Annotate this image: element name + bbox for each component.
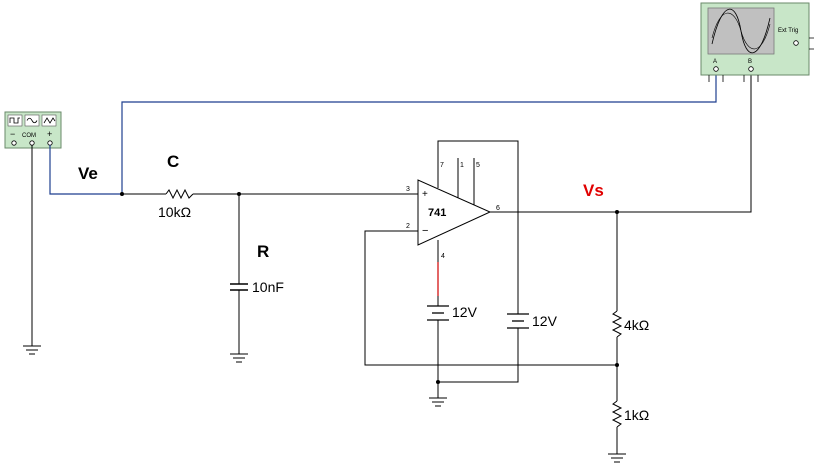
ext-trig-stubs <box>809 37 814 50</box>
square-wave-button[interactable] <box>7 114 23 127</box>
pin-label-5: 5 <box>476 162 480 169</box>
generator-plus-label: + <box>47 129 52 139</box>
label-vs: Vs <box>583 181 604 200</box>
ground-symbol-output <box>608 453 626 463</box>
channel-ground-stubs <box>708 75 759 82</box>
junction-supply-ground <box>436 380 440 384</box>
wire-feedback <box>364 230 617 366</box>
ground-symbol-supply <box>429 397 447 407</box>
ext-trig-label: Ext Trig <box>778 28 798 34</box>
function-generator[interactable]: − COM + <box>4 111 62 149</box>
channel-b-terminal[interactable] <box>748 66 754 72</box>
label-capacitor-10nf: 10nF <box>252 279 284 295</box>
pin-label-6: 6 <box>496 205 500 212</box>
resistor-1k[interactable] <box>611 400 623 428</box>
pin-label-2: 2 <box>406 223 410 230</box>
label-battery-2: 12V <box>532 313 558 329</box>
pin-label-7: 7 <box>440 162 444 169</box>
label-resistor-10k: 10kΩ <box>158 204 191 220</box>
opamp-minus-sign: − <box>422 225 428 237</box>
channel-a-terminal[interactable] <box>713 66 719 72</box>
sine-wave-icon <box>26 117 38 124</box>
label-battery-1: 12V <box>452 304 478 320</box>
opamp-plus-sign: + <box>422 189 428 200</box>
ground-symbol-capacitor <box>230 353 248 363</box>
wire-generator-plus <box>49 145 122 195</box>
pin-label-1: 1 <box>460 162 464 169</box>
label-r: R <box>257 242 269 261</box>
ground-symbol-generator <box>23 345 41 355</box>
generator-minus-label: − <box>10 129 15 139</box>
generator-com-label: COM <box>22 133 36 139</box>
triangle-wave-button[interactable] <box>41 114 57 127</box>
wire-probe-a <box>121 73 717 194</box>
wire-battery2-bottom <box>438 328 519 383</box>
oscilloscope[interactable]: Ext Trig A B <box>700 2 814 82</box>
channel-a-label: A <box>713 59 717 65</box>
resistor-10k[interactable] <box>165 188 194 200</box>
generator-minus-terminal[interactable] <box>11 140 17 146</box>
square-wave-icon <box>9 117 20 124</box>
label-c: C <box>167 152 179 171</box>
generator-com-terminal[interactable] <box>29 140 35 146</box>
channel-b-label: B <box>748 59 752 65</box>
label-resistor-4k: 4kΩ <box>624 317 649 333</box>
triangle-wave-icon <box>43 117 56 124</box>
label-resistor-1k: 1kΩ <box>624 407 649 423</box>
wire-output-probe-b <box>490 73 752 213</box>
pin-label-3: 3 <box>406 186 410 193</box>
label-ve: Ve <box>78 164 98 183</box>
opamp-label: 741 <box>428 207 446 219</box>
pin-label-4: 4 <box>441 253 445 260</box>
opamp-741[interactable] <box>417 179 492 246</box>
ext-trig-terminal[interactable] <box>793 40 799 46</box>
generator-plus-terminal[interactable] <box>47 140 53 146</box>
resistor-4k[interactable] <box>611 310 623 338</box>
wire-pin7-supply <box>437 140 519 310</box>
